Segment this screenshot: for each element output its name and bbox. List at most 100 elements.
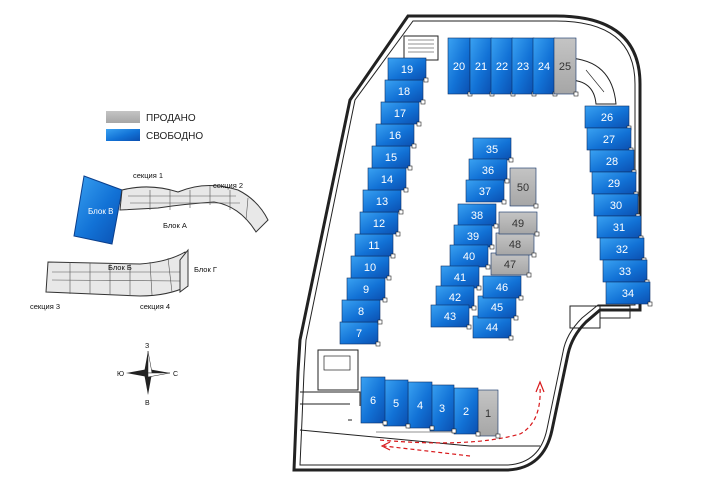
block-a-shape[interactable] bbox=[119, 185, 269, 233]
parking-spot-40[interactable]: 40 bbox=[449, 244, 491, 270]
parking-spot-9[interactable]: 9 bbox=[346, 277, 388, 303]
garage-outline bbox=[292, 14, 642, 472]
parking-spot-2[interactable]: 2 bbox=[453, 387, 481, 437]
parking-spot-number: 7 bbox=[356, 328, 362, 340]
parking-spot-41[interactable]: 41 bbox=[440, 265, 482, 291]
block-v-shape[interactable] bbox=[73, 175, 123, 245]
parking-spot-7[interactable]: 7 bbox=[339, 321, 381, 347]
parking-spot-number: 44 bbox=[486, 322, 498, 334]
parking-spot-36[interactable]: 36 bbox=[468, 158, 510, 184]
parking-spot-fill bbox=[407, 381, 433, 429]
parking-spot-5[interactable]: 5 bbox=[383, 379, 411, 429]
parking-spot-number: 50 bbox=[517, 182, 529, 194]
spot-corner-marker bbox=[504, 178, 510, 184]
parking-spot-48[interactable]: 48 bbox=[495, 232, 537, 258]
parking-spot-10[interactable]: 10 bbox=[350, 255, 392, 281]
parking-spot-number: 10 bbox=[364, 262, 376, 274]
parking-spot-34[interactable]: 34 bbox=[605, 281, 653, 307]
parking-spot-number: 46 bbox=[496, 282, 508, 294]
parking-spot-number: 40 bbox=[463, 251, 475, 263]
parking-spot-43[interactable]: 43 bbox=[430, 304, 472, 330]
spot-corner-marker bbox=[485, 264, 491, 270]
parking-spot-number: 29 bbox=[608, 178, 620, 190]
parking-spot-17[interactable]: 17 bbox=[380, 101, 422, 127]
spot-corner-marker bbox=[495, 433, 501, 439]
compass-west-label: Ю bbox=[117, 371, 124, 378]
parking-spot-30[interactable]: 30 bbox=[593, 193, 641, 219]
section-3-label: секция 3 bbox=[30, 302, 60, 311]
parking-spot-8[interactable]: 8 bbox=[341, 299, 383, 325]
parking-spot-38[interactable]: 38 bbox=[457, 203, 499, 229]
parking-spot-46[interactable]: 46 bbox=[482, 275, 524, 301]
parking-spot-50[interactable]: 50 bbox=[509, 167, 539, 209]
parking-spot-22[interactable]: 22 bbox=[490, 37, 516, 97]
parking-spot-18[interactable]: 18 bbox=[384, 79, 426, 105]
parking-spot-number: 13 bbox=[376, 196, 388, 208]
parking-spot-number: 31 bbox=[613, 222, 625, 234]
parking-spot-44[interactable]: 44 bbox=[472, 315, 514, 341]
parking-spot-number: 4 bbox=[417, 400, 423, 412]
parking-spot-39[interactable]: 39 bbox=[453, 224, 495, 250]
parking-spot-24[interactable]: 24 bbox=[532, 37, 558, 97]
spot-corner-marker bbox=[531, 252, 537, 258]
spot-corner-marker bbox=[476, 285, 482, 291]
spot-corner-marker bbox=[493, 223, 499, 229]
parking-spot-16[interactable]: 16 bbox=[375, 123, 417, 149]
block-g-shape[interactable] bbox=[179, 248, 189, 293]
parking-spot-23[interactable]: 23 bbox=[511, 37, 537, 97]
parking-spot-28[interactable]: 28 bbox=[589, 149, 637, 175]
spot-corner-marker bbox=[386, 275, 392, 281]
parking-spot-number: 39 bbox=[467, 231, 479, 243]
spot-corner-marker bbox=[407, 165, 413, 171]
parking-spot-45[interactable]: 45 bbox=[477, 295, 519, 321]
parking-spot-number: 47 bbox=[504, 259, 516, 271]
legend-sold-label: ПРОДАНО bbox=[146, 113, 196, 124]
parking-spot-13[interactable]: 13 bbox=[362, 189, 404, 215]
parking-spot-12[interactable]: 12 bbox=[359, 211, 401, 237]
parking-spot-20[interactable]: 20 bbox=[447, 37, 473, 97]
parking-spot-number: 8 bbox=[358, 306, 364, 318]
parking-spot-4[interactable]: 4 bbox=[407, 381, 435, 431]
parking-spot-number: 16 bbox=[389, 130, 401, 142]
block-b-shape[interactable] bbox=[45, 251, 189, 297]
parking-spot-47[interactable]: 47 bbox=[490, 252, 532, 278]
parking-spot-1[interactable]: 1 bbox=[477, 389, 501, 439]
parking-spot-32[interactable]: 32 bbox=[599, 237, 647, 263]
parking-spot-number: 43 bbox=[444, 311, 456, 323]
parking-spot-21[interactable]: 21 bbox=[469, 37, 495, 97]
parking-spot-number: 45 bbox=[491, 302, 503, 314]
parking-spot-33[interactable]: 33 bbox=[602, 259, 650, 285]
parking-spot-fill bbox=[360, 376, 386, 424]
parking-spot-6[interactable]: 6 bbox=[360, 376, 388, 426]
parking-spot-3[interactable]: 3 bbox=[429, 384, 457, 434]
parking-spot-31[interactable]: 31 bbox=[596, 215, 644, 241]
parking-spot-27[interactable]: 27 bbox=[586, 127, 634, 153]
spot-corner-marker bbox=[518, 295, 524, 301]
parking-spot-number: 22 bbox=[496, 61, 508, 73]
parking-spot-number: 18 bbox=[398, 86, 410, 98]
compass-east-label: С bbox=[173, 371, 178, 378]
spot-corner-marker bbox=[420, 99, 426, 105]
parking-spot-14[interactable]: 14 bbox=[367, 167, 409, 193]
spot-corner-marker bbox=[489, 244, 495, 250]
spot-corner-marker bbox=[403, 187, 409, 193]
parking-spot-15[interactable]: 15 bbox=[371, 145, 413, 171]
parking-spot-49[interactable]: 49 bbox=[498, 211, 540, 237]
parking-spot-fill bbox=[429, 384, 455, 432]
parking-spot-37[interactable]: 37 bbox=[465, 179, 507, 205]
parking-spot-25[interactable]: 25 bbox=[553, 37, 579, 97]
parking-spot-11[interactable]: 11 bbox=[354, 233, 396, 259]
parking-spot-number: 3 bbox=[439, 403, 445, 415]
parking-spot-19[interactable]: 19 bbox=[387, 57, 429, 83]
parking-spot-26[interactable]: 26 bbox=[584, 105, 632, 131]
parking-spot-29[interactable]: 29 bbox=[591, 171, 639, 197]
parking-spot-35[interactable]: 35 bbox=[472, 137, 514, 163]
spot-corner-marker bbox=[423, 77, 429, 83]
parking-spot-42[interactable]: 42 bbox=[435, 285, 477, 311]
parking-spot-number: 28 bbox=[606, 156, 618, 168]
spot-corner-marker bbox=[390, 253, 396, 259]
spot-corner-marker bbox=[375, 341, 381, 347]
